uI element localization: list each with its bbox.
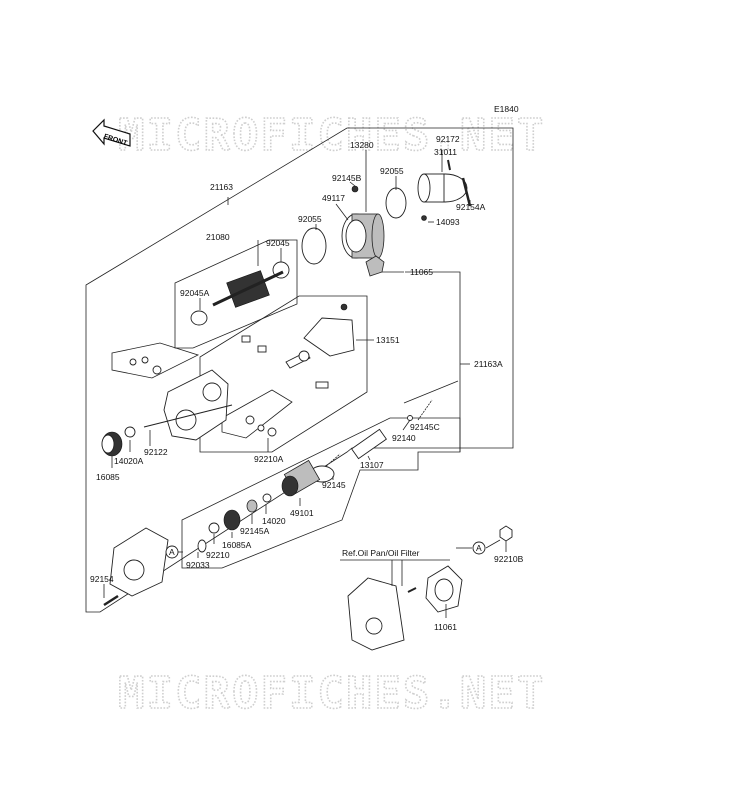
label-13151: 13151: [376, 335, 400, 345]
label-21080: 21080: [206, 232, 230, 242]
callout-a-left: A: [165, 545, 179, 559]
gear-16085: [101, 431, 123, 457]
label-92145B: 92145B: [332, 173, 362, 183]
label-14093: 14093: [436, 217, 460, 227]
label-16085: 16085: [96, 472, 120, 482]
assembly-box-21163A: [181, 417, 461, 569]
gear-housing: [163, 369, 229, 441]
diagram-id: E1840: [494, 104, 519, 114]
svg-text:A: A: [169, 547, 175, 557]
label-92140: 92140: [392, 433, 416, 443]
label-31011: 31011: [434, 147, 457, 157]
label-92210B: 92210B: [494, 554, 524, 564]
label-92145: 92145: [322, 480, 346, 490]
armature-21080: [190, 261, 290, 326]
callout-a-right: A: [472, 541, 486, 555]
label-49117: 49117: [322, 193, 345, 203]
end-housing: [109, 527, 169, 597]
oil-pan-ref: [347, 565, 463, 651]
label-21163A: 21163A: [474, 359, 503, 369]
ref-note: Ref.Oil Pan/Oil Filter: [342, 548, 420, 558]
label-49101: 49101: [290, 508, 314, 518]
label-92122: 92122: [144, 447, 168, 457]
label-92210: 92210: [206, 550, 230, 560]
label-14020A: 14020A: [114, 456, 144, 466]
shaft-13107: [351, 428, 387, 460]
label-92154: 92154: [90, 574, 114, 584]
label-92055-top: 92055: [380, 166, 404, 176]
label-92045: 92045: [266, 238, 290, 248]
label-13107: 13107: [360, 460, 384, 470]
label-92172: 92172: [436, 134, 460, 144]
end-cover-31011: [417, 173, 468, 203]
label-11065: 11065: [410, 267, 433, 277]
assembly-box-21163: [85, 127, 514, 613]
label-21163: 21163: [210, 182, 233, 192]
watermark-top: MICROFICHES.NET: [118, 110, 545, 161]
yoke-13280: [341, 213, 385, 259]
label-92055-left: 92055: [298, 214, 322, 224]
label-92033: 92033: [186, 560, 210, 570]
svg-text:A: A: [476, 543, 482, 553]
label-11061: 11061: [434, 622, 457, 632]
label-16085A: 16085A: [222, 540, 252, 550]
label-92145C: 92145C: [410, 422, 440, 432]
label-13280: 13280: [350, 140, 374, 150]
watermark-bottom: MICROFICHES.NET: [118, 668, 545, 719]
brush-plate-13151: [303, 303, 355, 357]
label-92210A: 92210A: [254, 454, 284, 464]
clutch-49101: [281, 459, 335, 497]
label-92045A: 92045A: [180, 288, 210, 298]
label-92154A: 92154A: [456, 202, 486, 212]
label-92145A: 92145A: [240, 526, 270, 536]
label-14020: 14020: [262, 516, 286, 526]
assembly-box-13151: [199, 295, 368, 453]
